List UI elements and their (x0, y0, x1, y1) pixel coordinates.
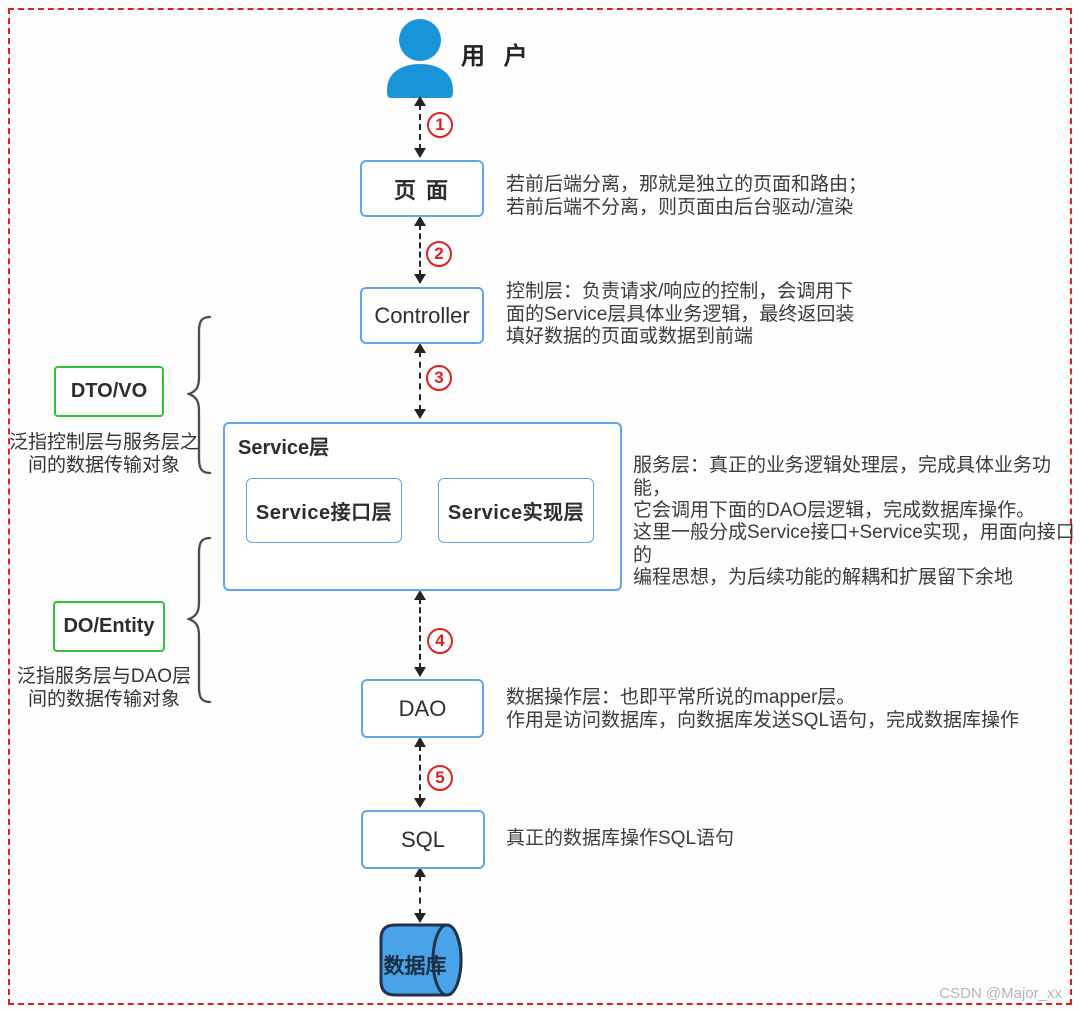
arrowhead-down-icon (414, 667, 426, 677)
page-label: 页 面 (393, 177, 451, 203)
dto-vo-label: DTO/VO (70, 380, 148, 402)
arrowhead-down-icon (414, 409, 426, 419)
arrowhead-up-icon (414, 96, 426, 106)
note-service-paragraph-1: 服务层：真正的业务逻辑处理层，完成具体业务功能， 它会调用下面的DAO层逻辑，完… (633, 455, 1052, 521)
step-badge-1: 1 (427, 112, 453, 138)
step-badge-3: 3 (426, 365, 452, 391)
curly-brace-dto-icon (187, 315, 213, 475)
note-controller: 控制层：负责请求/响应的控制，会调用下 面的Service层具体业务逻辑，最终返… (506, 281, 855, 347)
service-interface-box: Service接口层 (246, 478, 402, 543)
note-dao: 数据操作层：也即平常所说的mapper层。 作用是访问数据库，向数据库发送SQL… (506, 687, 1020, 731)
service-impl-box: Service实现层 (438, 478, 594, 543)
arrow-service-dao (413, 590, 427, 677)
service-interface-label: Service接口层 (255, 502, 393, 524)
step-badge-2: 2 (426, 241, 452, 267)
database-label: 数据库 (383, 955, 447, 978)
arrow-dao-sql (413, 737, 427, 808)
note-service-paragraph-2: 这里一般分成Service接口+Service实现，用面向接口的 编程思想，为后… (633, 522, 1075, 588)
page-box: 页 面 (360, 160, 484, 217)
dao-box: DAO (361, 679, 484, 738)
dto-vo-box: DTO/VO (54, 366, 164, 417)
do-entity-box: DO/Entity (53, 601, 165, 652)
sql-label: SQL (400, 826, 446, 852)
service-impl-label: Service实现层 (447, 502, 585, 524)
arrowhead-down-icon (414, 913, 426, 923)
user-icon (383, 18, 457, 98)
database-icon (375, 922, 467, 998)
dto-vo-desc: 泛指控制层与服务层之 间的数据传输对象 (8, 432, 199, 476)
do-entity-desc: 泛指服务层与DAO层 间的数据传输对象 (16, 666, 192, 710)
dashed-line (419, 598, 421, 669)
dashed-line (419, 745, 421, 800)
arrowhead-down-icon (414, 798, 426, 808)
arrowhead-down-icon (414, 274, 426, 284)
dao-label: DAO (398, 695, 447, 721)
sql-box: SQL (361, 810, 485, 869)
arrowhead-up-icon (414, 737, 426, 747)
do-entity-label: DO/Entity (63, 615, 155, 637)
note-sql: 真正的数据库操作SQL语句 (506, 828, 735, 849)
dashed-line (419, 875, 421, 915)
service-layer-title: Service层 (238, 437, 330, 459)
watermark: CSDN @Major_xx (939, 985, 1062, 1002)
arrowhead-up-icon (414, 590, 426, 600)
arrow-page-controller (413, 216, 427, 284)
curly-brace-do-icon (187, 536, 213, 704)
dashed-line (419, 104, 421, 150)
arrow-controller-service (413, 343, 427, 419)
arrowhead-up-icon (414, 343, 426, 353)
dashed-line (419, 224, 421, 276)
controller-box: Controller (360, 287, 484, 344)
arrowhead-down-icon (414, 148, 426, 158)
step-badge-5: 5 (427, 765, 453, 791)
arrowhead-up-icon (414, 867, 426, 877)
controller-label: Controller (374, 302, 470, 328)
arrowhead-up-icon (414, 216, 426, 226)
user-label: 用 户 (461, 43, 534, 70)
step-badge-4: 4 (427, 628, 453, 654)
dashed-line (419, 351, 421, 411)
note-page: 若前后端分离，那就是独立的页面和路由； 若前后端不分离，则页面由后台驱动/渲染 (506, 174, 868, 218)
arrow-sql-database (413, 867, 427, 923)
arrow-user-page (413, 96, 427, 158)
